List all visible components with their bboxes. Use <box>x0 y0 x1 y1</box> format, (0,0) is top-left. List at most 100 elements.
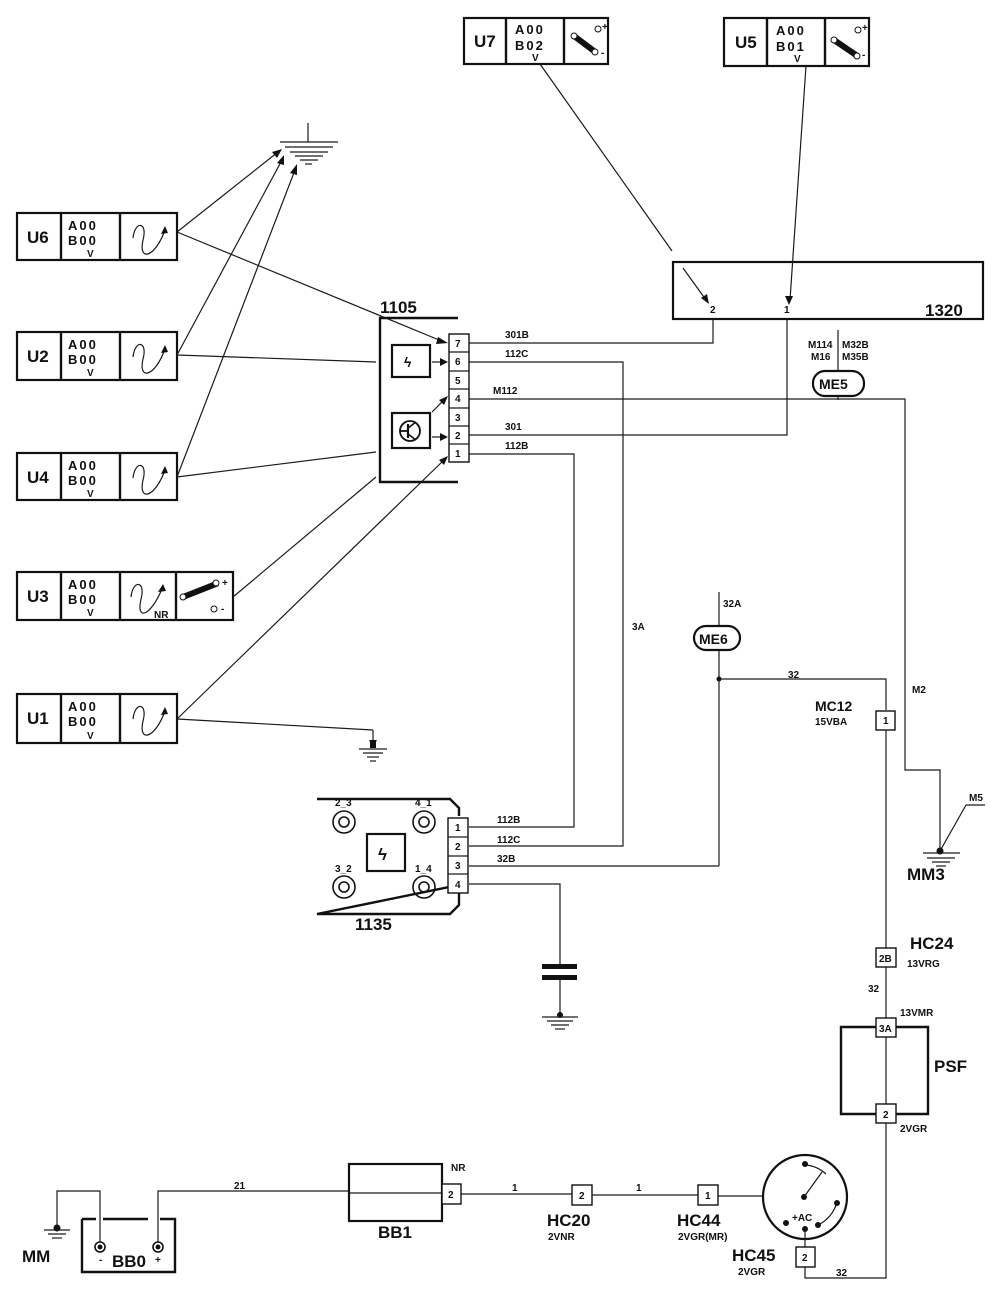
connector-me5[interactable]: M114 M32B M16 M35B ME5 <box>808 330 869 400</box>
pin-2: 2 <box>455 842 461 853</box>
pin-1: 1 <box>784 305 790 316</box>
switch-icon: + - <box>179 578 228 615</box>
wire-label-m35b: M35B <box>842 352 869 363</box>
bb1-pin-sub: NR <box>451 1163 466 1174</box>
wire-label-m32b: M32B <box>842 340 869 351</box>
module-id: U7 <box>474 32 496 51</box>
connector-hc24[interactable]: 2B HC24 13VRG 32 <box>868 934 954 1018</box>
hc44-label: HC44 <box>677 1211 721 1230</box>
mm3-label: MM3 <box>907 865 945 884</box>
module-id: U5 <box>735 33 757 52</box>
wire-label-m5: M5 <box>969 793 983 804</box>
wire-label-301b: 301B <box>505 330 529 341</box>
connector-hc44[interactable]: 1 HC44 2VGR(MR) <box>677 1184 764 1243</box>
svg-text:+: + <box>602 22 608 33</box>
module-code-a: A00 <box>68 458 98 473</box>
svg-text:+: + <box>862 23 868 34</box>
component-1320[interactable]: 1320 2 1 <box>671 260 985 321</box>
pin-4: 4 <box>455 394 461 405</box>
sensor-curve-icon <box>132 705 166 736</box>
terminal-4_1: 4_1 <box>412 798 436 834</box>
wire-label-32: 32 <box>788 670 800 681</box>
module-v: V <box>87 731 94 742</box>
svg-text:-: - <box>601 48 604 59</box>
mc12-label: MC12 <box>815 698 853 714</box>
ground-mm[interactable]: MM <box>22 1190 101 1266</box>
psf-top-pin: 3A <box>879 1024 892 1035</box>
sensor-curve-icon <box>132 224 166 255</box>
module-u7[interactable]: U7 A00 B02 V + - <box>462 16 610 66</box>
pin-5: 5 <box>455 376 461 387</box>
pin-strip-1135: 1 2 3 4 <box>447 817 469 894</box>
module-id: U1 <box>27 709 49 728</box>
module-v: V <box>87 608 94 619</box>
hc45-sub: 2VGR <box>738 1267 766 1278</box>
svg-text:-: - <box>221 604 224 615</box>
sensor-curve-icon <box>132 464 166 495</box>
sensor-curve-icon <box>130 583 163 614</box>
svg-text:1_4: 1_4 <box>415 864 432 875</box>
pin-3: 3 <box>455 413 461 424</box>
component-1105[interactable]: 1105 ϟ 7 6 5 4 3 2 1 <box>378 298 470 484</box>
module-code-b: B00 <box>68 714 98 729</box>
spark-icon: ϟ <box>404 354 412 370</box>
wire-label-32: 32 <box>836 1268 848 1279</box>
ground-mm3[interactable]: M5 MM3 <box>907 793 985 884</box>
hc20-label: HC20 <box>547 1211 590 1230</box>
battery-bb0[interactable]: - BB0 + 21 <box>80 1181 348 1274</box>
connector-hc20[interactable]: 2 HC20 2VNR 1 <box>547 1183 698 1243</box>
module-u4[interactable]: U4 A00 B00 V <box>15 451 179 502</box>
wire-label-112c: 112C <box>505 349 528 360</box>
pin-6: 6 <box>455 357 461 368</box>
component-label: 1135 <box>355 915 392 934</box>
module-v: V <box>794 54 801 65</box>
svg-text:2_3: 2_3 <box>335 798 352 809</box>
wire-label-1: 1 <box>636 1183 642 1194</box>
module-v: V <box>87 489 94 500</box>
module-code-b: B01 <box>776 39 806 54</box>
wire-label-m2: M2 <box>912 685 926 696</box>
hc20-pin: 2 <box>579 1191 585 1202</box>
wire-label-m114: M114 <box>808 340 833 351</box>
ground-symbol-top <box>280 123 338 165</box>
connector-mc12[interactable]: MC12 15VBA 1 <box>815 698 896 948</box>
svg-text:3_2: 3_2 <box>335 864 352 875</box>
module-to-1105-wires <box>176 231 448 747</box>
module-v: V <box>87 368 94 379</box>
terminal-2_3: 2_3 <box>332 798 356 834</box>
terminal-1_4: 1_4 <box>412 864 436 899</box>
module-u6[interactable]: U6 A00 B00 V <box>15 211 179 262</box>
hc24-sub: 13VRG <box>907 959 940 970</box>
pin-1: 1 <box>455 823 461 834</box>
module-u1[interactable]: U1 A00 B00 V <box>15 692 179 745</box>
module-u3[interactable]: U3 A00 B00 V NR + - <box>15 570 235 622</box>
ignition-switch-hc45[interactable]: +AC 2 HC45 2VGR <box>732 1153 849 1278</box>
bb0-label: BB0 <box>112 1252 146 1271</box>
module-code-b: B02 <box>515 38 545 53</box>
psf-bottom-sub: 2VGR <box>900 1124 928 1135</box>
psf-top-sub: 13VMR <box>900 1008 934 1019</box>
module-u5[interactable]: U5 A00 B01 V + - <box>722 16 871 68</box>
pin-7: 7 <box>455 339 461 350</box>
component-1135[interactable]: 2_3 4_1 3_2 1_4 ϟ 1 2 3 4 1135 112B 112C… <box>316 797 520 934</box>
component-psf[interactable]: 3A 13VMR PSF 2 2VGR 32 <box>804 1008 967 1279</box>
pin-1: 1 <box>455 449 461 460</box>
component-bb1[interactable]: 2 NR BB1 1 <box>347 1162 572 1242</box>
spark-icon: ϟ <box>378 845 387 864</box>
switch-icon: + - <box>830 23 868 61</box>
ground-symbol-u1 <box>359 742 387 762</box>
hc24-pin: 2B <box>879 954 892 965</box>
module-u2[interactable]: U2 A00 B00 V <box>15 330 179 382</box>
pin-3: 3 <box>455 861 461 872</box>
wire-label-32: 32 <box>868 984 880 995</box>
hc45-label: HC45 <box>732 1246 775 1265</box>
pin-2: 2 <box>710 305 716 316</box>
connector-me6[interactable]: 32A ME6 32 <box>469 592 887 867</box>
hc44-pin: 1 <box>705 1191 711 1202</box>
transistor-icon <box>399 420 421 442</box>
wire-label-m112: M112 <box>493 386 518 397</box>
terminal-3_2: 3_2 <box>332 864 356 899</box>
module-id: U4 <box>27 468 49 487</box>
bb0-plus: + <box>155 1255 161 1266</box>
module-v: V <box>532 53 539 64</box>
